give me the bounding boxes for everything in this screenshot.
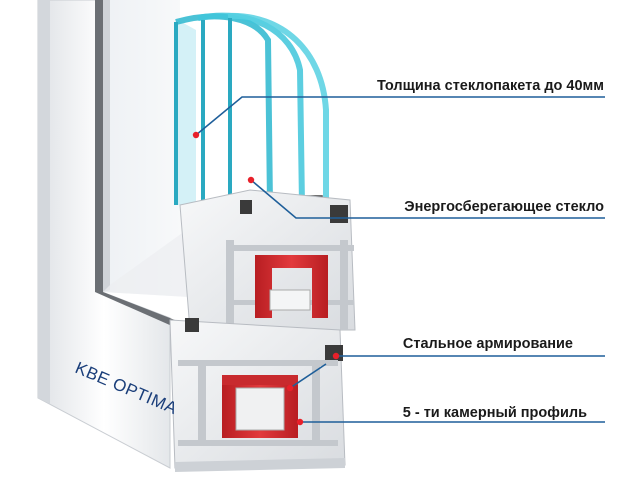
callout-leaders	[195, 96, 605, 423]
frame-front-face	[37, 0, 180, 469]
callout-glass-thickness: Толщина стеклопакета до 40мм	[376, 78, 604, 94]
callout-steel-reinforcement: Стальное армирование	[402, 336, 573, 352]
upper-steel-reinforcement	[255, 255, 328, 318]
glass-panes	[174, 12, 329, 206]
lower-steel-reinforcement	[222, 375, 298, 438]
callout-energy-saving-glass: Энергосберегающее стекло	[404, 199, 604, 215]
callout-dots	[192, 131, 340, 426]
callout-five-chamber-profile: 5 - ти камерный профиль	[402, 405, 587, 421]
